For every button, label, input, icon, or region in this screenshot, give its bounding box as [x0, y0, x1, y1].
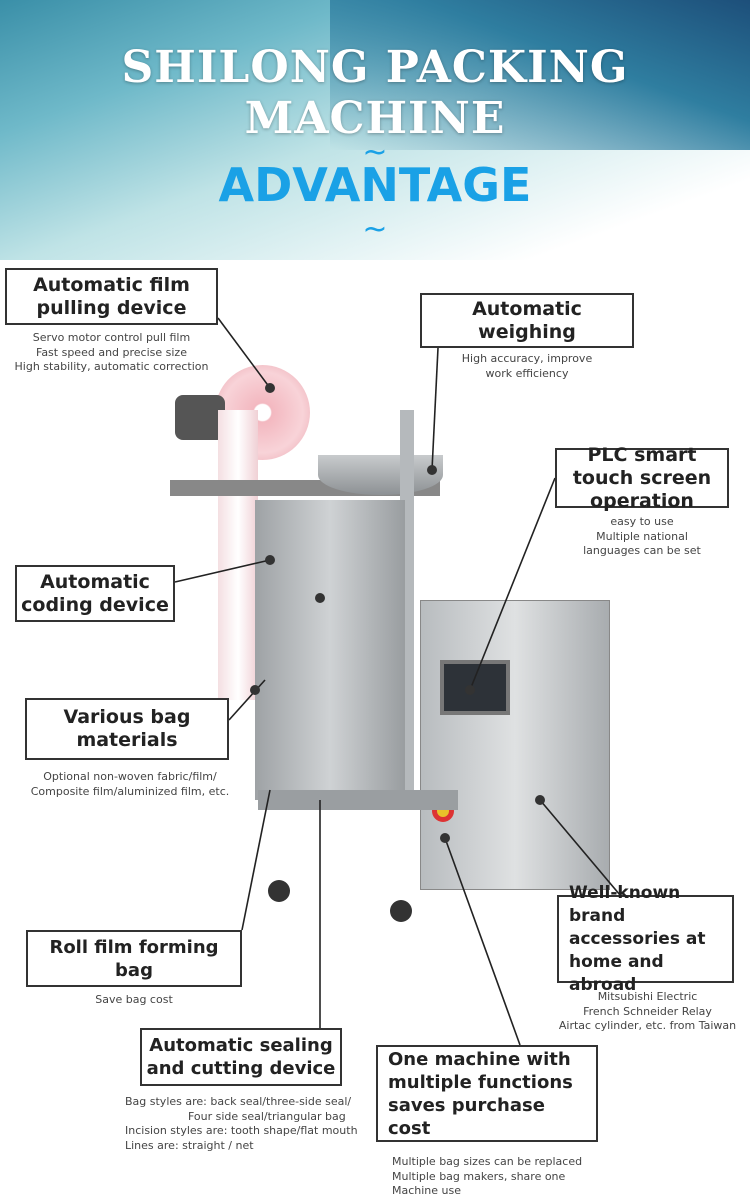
feature-sealing-cutting-desc: Bag styles are: back seal/three-side sea…	[125, 1095, 358, 1152]
feature-film-pulling-desc: Servo motor control pull film Fast speed…	[14, 331, 209, 373]
feature-bag-materials-desc: Optional non-woven fabric/film/ Composit…	[30, 770, 230, 798]
feature-roll-film-box: Roll film forming bag	[26, 930, 242, 987]
brand-title: SHILONG PACKING MACHINE	[121, 42, 629, 144]
feature-coding-box: Automatic coding device	[15, 565, 175, 622]
header-banner	[0, 0, 750, 260]
feature-multi-function-desc: Multiple bag sizes can be replaced Multi…	[392, 1155, 583, 1197]
feature-brand-accessories-box: Well-known brand accessories at home and…	[557, 883, 734, 995]
tilde-decoration: ~	[362, 212, 388, 247]
feature-plc-box: PLC smart touch screen operation	[555, 444, 729, 512]
feature-plc-desc: easy to use Multiple national languages …	[583, 515, 701, 557]
feature-weighing-box: Automatic weighing	[420, 293, 634, 348]
feature-sealing-cutting-box: Automatic sealing and cutting device	[140, 1028, 342, 1086]
feature-multi-function-box: One machine with multiple functions save…	[376, 1045, 598, 1142]
feature-bag-materials-box: Various bag materials	[25, 698, 229, 760]
feature-roll-film-desc: Save bag cost	[95, 993, 173, 1006]
feature-film-pulling-box: Automatic film pulling device	[5, 268, 218, 325]
feature-brand-accessories-desc: Mitsubishi Electric French Schneider Rel…	[558, 990, 737, 1032]
feature-weighing-desc: High accuracy, improve work efficiency	[461, 352, 593, 380]
tilde-decoration: ~	[362, 135, 388, 170]
advantage-heading: ADVANTAGE	[218, 158, 532, 212]
